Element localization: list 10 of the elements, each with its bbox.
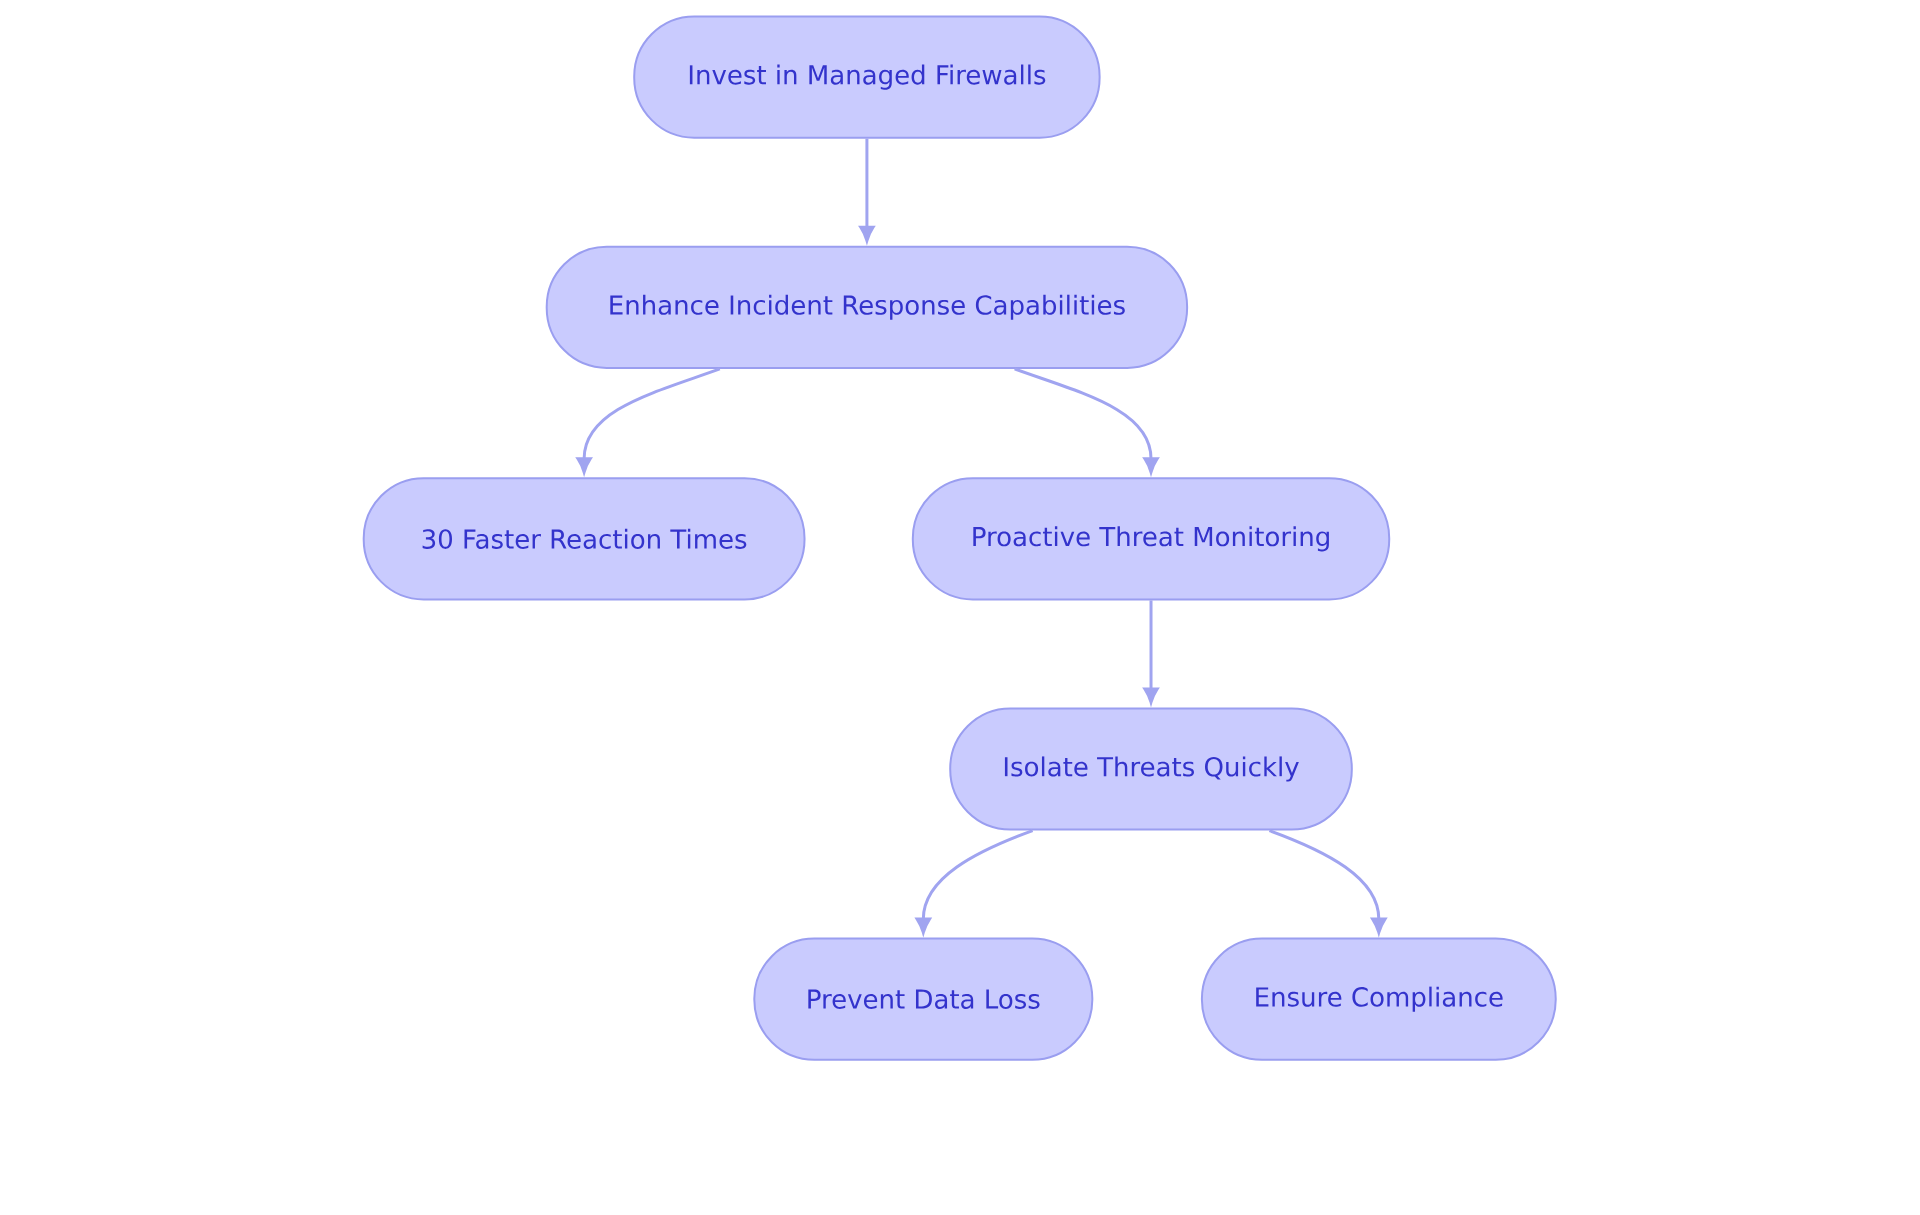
process-box: Enhance Incident Response Capabilities	[545, 245, 1189, 369]
process-box: 30 Faster Reaction Times	[362, 477, 806, 601]
arrow	[576, 367, 721, 474]
arrow	[1143, 600, 1159, 704]
process-box: Isolate Threats Quickly	[949, 707, 1353, 831]
arrow	[1014, 367, 1159, 474]
process-box: Prevent Data Loss	[753, 937, 1094, 1061]
process-box: Proactive Threat Monitoring	[911, 477, 1391, 601]
process-box: Ensure Compliance	[1200, 937, 1557, 1061]
process-box: Invest in Managed Firewalls	[633, 15, 1101, 139]
